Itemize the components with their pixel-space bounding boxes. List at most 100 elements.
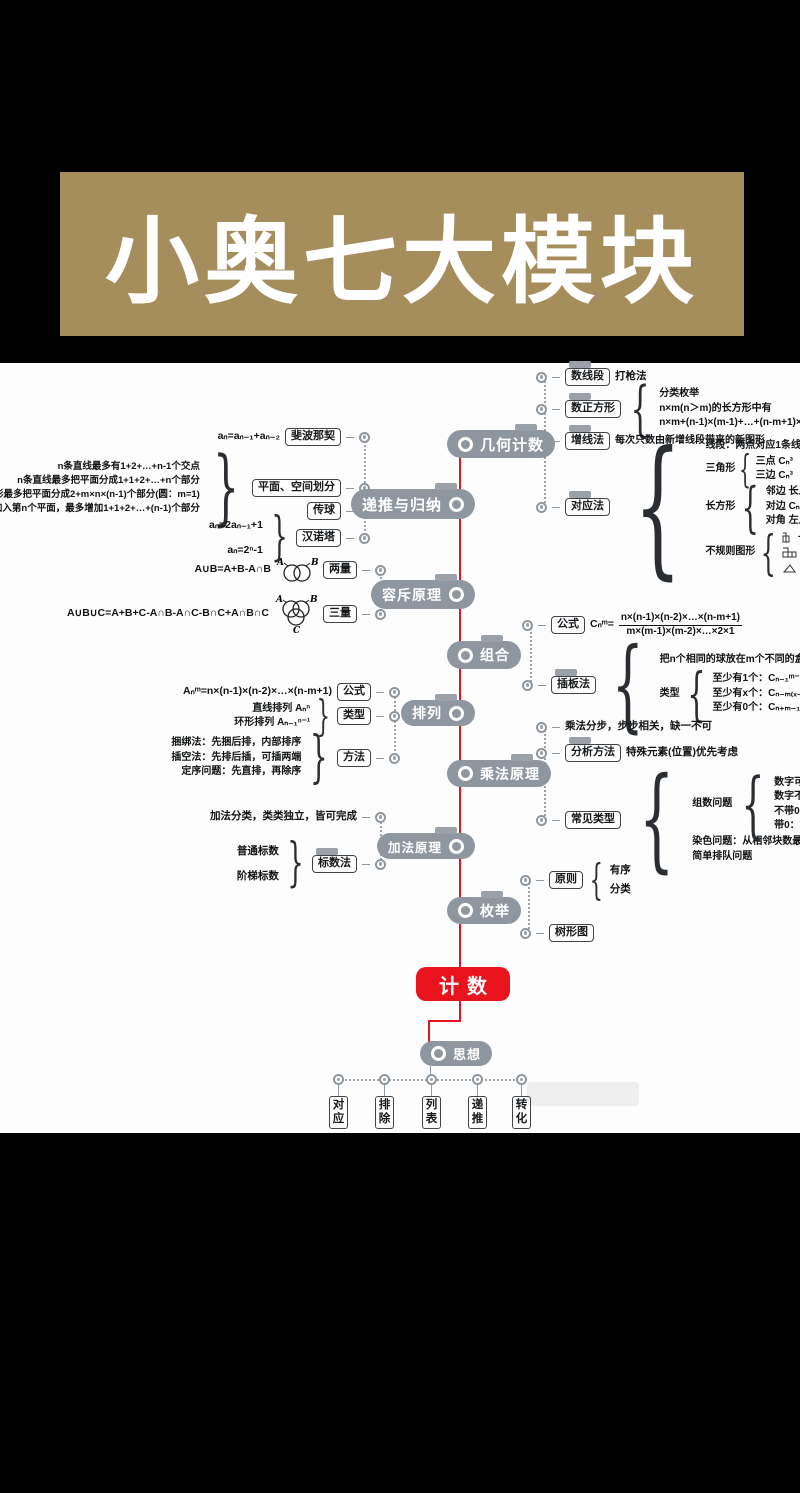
chengfa-row-analysis: 分析方法 特殊元素(位置)优先考虑 bbox=[536, 737, 738, 762]
grade-badge bbox=[435, 574, 457, 581]
note-text: 简单排队问题 bbox=[692, 851, 753, 862]
note-text: n个m边形最多把平面分成2+m×n×(n-1)个部分(圆：m=1) bbox=[0, 489, 200, 500]
pailie-row-type: 直线排列 Aₙⁿ 环形排列 Aₙ₋₁ⁿ⁻¹ } 类型 bbox=[234, 695, 400, 736]
connector-ring-icon bbox=[536, 814, 547, 826]
node-label: 组合 bbox=[480, 647, 510, 663]
digui-row-pingmian: n条直线最多有1+2+…+n-1个交点 n条直线最多把平面分成1+1+2+…+n… bbox=[0, 447, 370, 528]
note-text: 数字不可重复 bbox=[774, 791, 800, 802]
connector-dash bbox=[362, 569, 370, 571]
sixiang-drop bbox=[384, 1085, 385, 1096]
digui-row-fibonacci: aₙ=aₙ₋₁+aₙ₋₂ 斐波那契 bbox=[218, 428, 370, 446]
connector-ring-icon bbox=[389, 710, 400, 722]
thinking-item: 转化 bbox=[512, 1096, 531, 1130]
triangle-shape-icon bbox=[782, 564, 796, 573]
thinking-item: 递推 bbox=[468, 1096, 487, 1130]
connector-dash bbox=[346, 510, 354, 512]
note-text: 捆绑法：先捆后排，内部排序 bbox=[171, 737, 302, 749]
brace: } bbox=[271, 507, 288, 568]
geo-row-shuzhengfang: 数正方形 { 分类枚举 n×m(n＞m)的长方形中有 n×m+(n-1)×(m-… bbox=[536, 379, 800, 439]
label-box: 类型 bbox=[337, 707, 371, 725]
svg-text:A: A bbox=[276, 558, 284, 568]
brace: } bbox=[287, 833, 304, 894]
label-box: 平面、空间划分 bbox=[252, 479, 341, 497]
node-geometry-counting: 几何计数 bbox=[447, 424, 556, 458]
note-text: 三边 Cₙ³ bbox=[755, 470, 793, 482]
connector-dash bbox=[376, 715, 384, 717]
fraction-numerator: n×(n-1)×(n-2)×…×(n-m+1) bbox=[618, 612, 743, 626]
note-text: 直线排列 Aₙⁿ bbox=[252, 702, 311, 714]
note-text: 加法分类，类类独立，皆可完成 bbox=[210, 810, 357, 823]
note-text: 分类枚举 bbox=[659, 388, 700, 400]
root-node-counting: 计数 bbox=[416, 967, 510, 1001]
page-title: 小奥七大模块 bbox=[104, 207, 699, 317]
grade-badge bbox=[569, 425, 591, 433]
note-text: 阶梯标数 bbox=[236, 869, 279, 882]
node-permutation: 排列 bbox=[401, 694, 475, 726]
spine-elbow-v bbox=[428, 1020, 430, 1042]
connector-dash bbox=[536, 932, 544, 934]
connector-dash bbox=[362, 613, 370, 615]
connector-dash bbox=[536, 879, 544, 881]
note-text: 数字可重复 bbox=[774, 776, 800, 788]
grade-badge bbox=[435, 694, 457, 701]
connector-ring-icon bbox=[520, 874, 531, 886]
zushu-group: 组数问题 { 数字可重复 数字不可重复 不带0：不分类 带0：需分类 bbox=[692, 761, 800, 846]
pailie-row-method: 捆绑法：先捆后排，内部排序 插空法：先排后插，可插两端 定序问题：先直排，再除序… bbox=[171, 729, 400, 785]
zuhe-row-formula: 公式 Cₙᵐ= n×(n-1)×(n-2)×…×(n-m+1) m×(m-1)×… bbox=[522, 610, 743, 640]
label-box: 方法 bbox=[337, 749, 371, 767]
connector-ring-icon bbox=[536, 371, 547, 383]
note-text: 三点 Cₙ³ bbox=[755, 455, 793, 467]
brace: { bbox=[589, 855, 604, 905]
label-box: 数线段 bbox=[565, 361, 610, 386]
label-box: 数正方形 bbox=[565, 393, 621, 418]
grid-shape-icon bbox=[782, 532, 790, 543]
connector-ring-icon bbox=[536, 747, 547, 759]
connector-ring-icon bbox=[389, 752, 400, 764]
grade-badge bbox=[515, 424, 538, 431]
thinking-item: 列表 bbox=[422, 1096, 441, 1130]
connector-ring-icon bbox=[516, 1074, 527, 1085]
label-box: 公式 bbox=[551, 616, 585, 634]
connector-ring-icon bbox=[472, 1074, 483, 1085]
title-banner: 小奥七大模块 bbox=[60, 172, 744, 336]
note-group: 把n个相同的球放在m个不同的盒子 类型 { 至少有1个：Cₙ₋₁ᵐ⁻¹ 种 至少… bbox=[659, 653, 800, 724]
connector-dash bbox=[552, 726, 560, 728]
formula-fraction: n×(n-1)×(n-2)×…×(n-m+1) m×(m-1)×(m-2)×…×… bbox=[618, 612, 743, 638]
note-text: 有序 bbox=[609, 863, 631, 876]
connector-dash bbox=[538, 624, 546, 626]
spine-line bbox=[459, 444, 461, 1020]
pailie-row-formula: Aₙᵐ=n×(n-1)×(n-2)×…×(n-m+1) 公式 bbox=[183, 683, 400, 701]
node-inclusion-exclusion: 容斥原理 bbox=[371, 574, 475, 609]
grade-badge bbox=[569, 737, 591, 745]
note-text: 对角 左上角的点和右下角的点对应 bbox=[765, 515, 800, 527]
rongchi-row-three: A∪B∪C=A+B+C-A∩B-A∩C-B∩C+A∩B∩C A B C 三量 bbox=[67, 595, 386, 633]
label-box: 分析方法 bbox=[565, 737, 621, 762]
label-box: 增线法 bbox=[565, 425, 610, 450]
brace: { bbox=[741, 761, 765, 846]
connector-ring-icon bbox=[379, 1074, 390, 1085]
ring-icon bbox=[458, 903, 473, 918]
connector-ring-icon bbox=[375, 564, 386, 576]
note-text: 把n个相同的球放在m个不同的盒子 bbox=[659, 653, 800, 665]
connector-ring-icon bbox=[375, 608, 386, 620]
grade-badge bbox=[481, 891, 503, 898]
brace: { bbox=[611, 626, 644, 743]
node-label: 加法原理 bbox=[387, 840, 442, 855]
fraction-denominator: m×(m-1)×(m-2)×…×2×1 bbox=[626, 625, 735, 637]
grid-icons-row: - bbox=[782, 561, 800, 576]
brace: { bbox=[633, 420, 682, 594]
zuhe-row-chaban: 插板法 { 把n个相同的球放在m个不同的盒子 类型 { 至少有1个：Cₙ₋₁ᵐ⁻… bbox=[522, 626, 800, 743]
grade-badge bbox=[511, 754, 533, 761]
svg-text:B: B bbox=[310, 558, 318, 568]
node-label: 乘法原理 bbox=[480, 765, 540, 782]
connector-dash bbox=[538, 684, 546, 686]
ring-icon bbox=[431, 1046, 446, 1061]
chengfa-row-types: 常见类型 { 组数问题 { 数字可重复 数字不可重复 不带0：不分类 带0：需分… bbox=[536, 761, 800, 875]
venn2-icon: A B bbox=[276, 558, 318, 582]
note-text: 带0：需分类 bbox=[774, 820, 800, 831]
ring-icon bbox=[458, 436, 473, 452]
formula-text: A∪B=A+B-A∩B bbox=[194, 563, 271, 576]
connector-dash bbox=[376, 757, 384, 759]
